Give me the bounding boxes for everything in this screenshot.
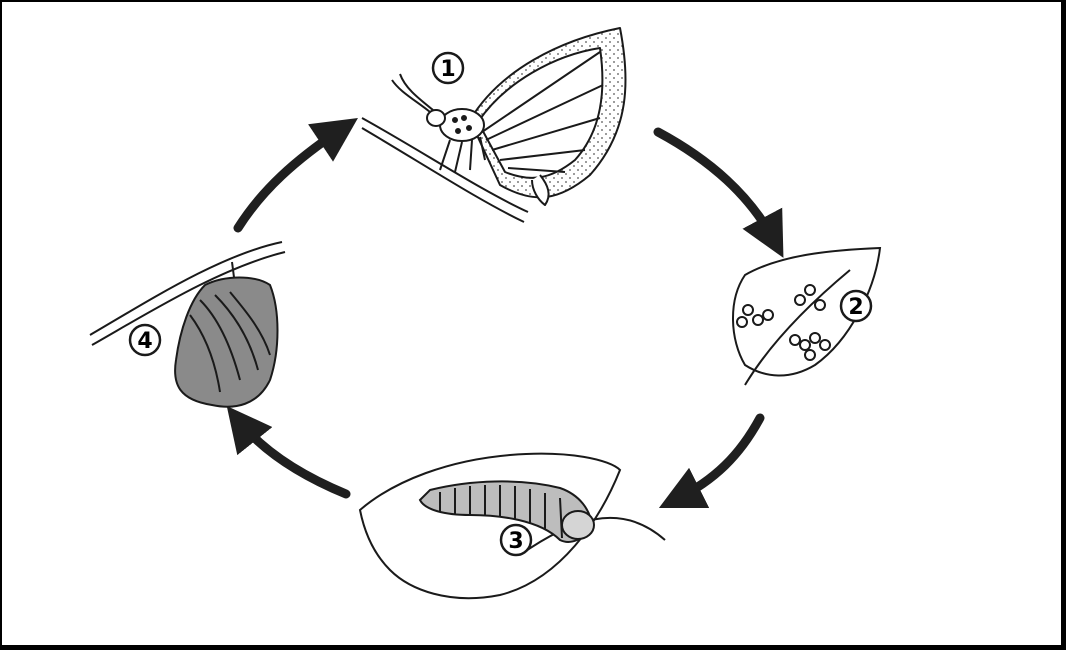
stage-3-number: 3 (508, 529, 523, 554)
butterfly-icon (362, 28, 626, 222)
stage-2-number: 2 (848, 295, 863, 320)
cycle-arrow-3-to-4 (238, 420, 346, 494)
cycle-arrow-2-to-3 (675, 418, 760, 500)
chrysalis-icon (90, 242, 285, 407)
stage-3-marker: 3 (501, 525, 531, 555)
stage-1-number: 1 (440, 57, 455, 82)
stage-4-number: 4 (137, 329, 152, 354)
stage-1-marker: 1 (433, 53, 463, 83)
cycle-arrow-4-to-1 (238, 128, 343, 228)
stage-2-marker: 2 (841, 291, 871, 321)
cycle-arrow-1-to-2 (658, 132, 775, 242)
stage-4-marker: 4 (130, 325, 160, 355)
